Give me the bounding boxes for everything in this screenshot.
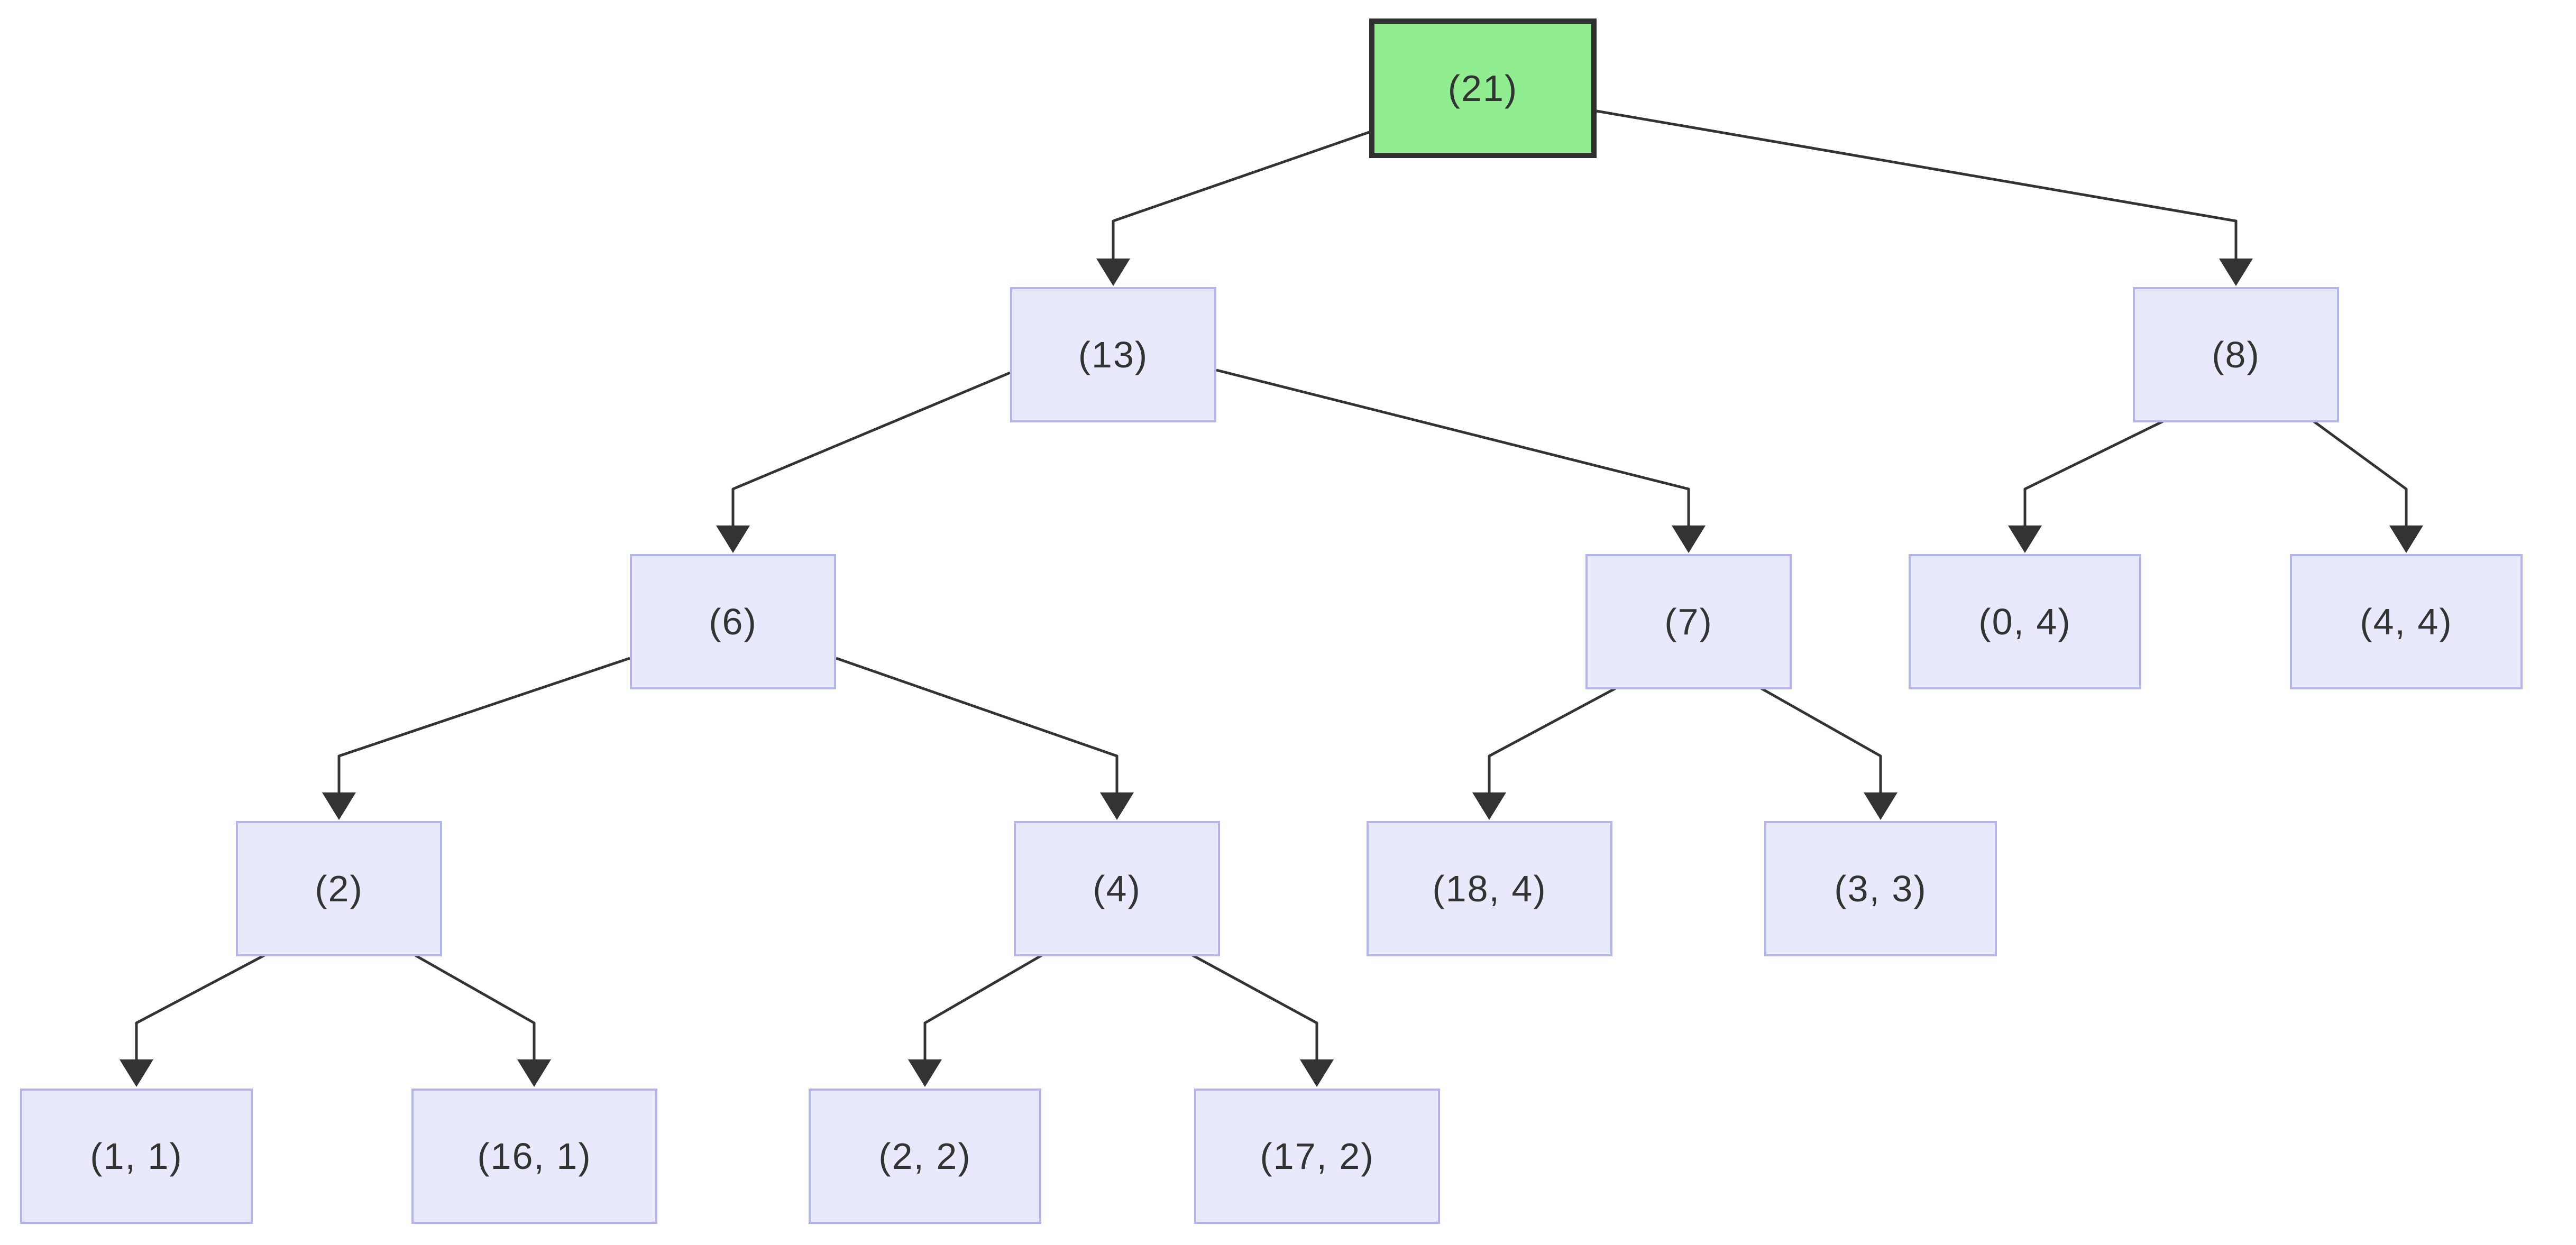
edge-2-1-1 [120, 954, 265, 1087]
tree-node-18-4: (18, 4) [1367, 821, 1612, 956]
tree-node-4-4: (4, 4) [2290, 554, 2523, 689]
tree-node-7: (7) [1585, 554, 1792, 689]
edge-7-3-3 [1760, 687, 1897, 820]
tree-node-6: (6) [630, 554, 836, 689]
edge-21-13 [1096, 131, 1370, 286]
tree-node-2: (2) [236, 821, 442, 956]
edge-7-18-4 [1472, 687, 1617, 820]
tree-node-8: (8) [2133, 287, 2339, 422]
edge-4-2-2 [908, 954, 1043, 1087]
tree-node-4: (4) [1014, 821, 1220, 956]
edge-2-16-1 [414, 954, 551, 1087]
edge-8-0-4 [2008, 420, 2164, 553]
tree-node-21: (21) [1369, 19, 1597, 158]
tree-node-2-2: (2, 2) [809, 1089, 1041, 1224]
edge-4-17-2 [1191, 954, 1334, 1087]
edge-6-4 [836, 657, 1134, 820]
tree-node-3-3: (3, 3) [1764, 821, 1997, 956]
tree-node-13: (13) [1010, 287, 1216, 422]
edge-13-6 [716, 371, 1011, 553]
tree-node-17-2: (17, 2) [1194, 1089, 1440, 1224]
edge-8-4-4 [2313, 420, 2423, 553]
edge-13-7 [1216, 368, 1706, 553]
tree-node-16-1: (16, 1) [411, 1089, 657, 1224]
tree-node-1-1: (1, 1) [20, 1089, 253, 1224]
edge-6-2 [322, 657, 630, 820]
tree-node-0-4: (0, 4) [1909, 554, 2141, 689]
edge-21-8 [1596, 109, 2253, 286]
